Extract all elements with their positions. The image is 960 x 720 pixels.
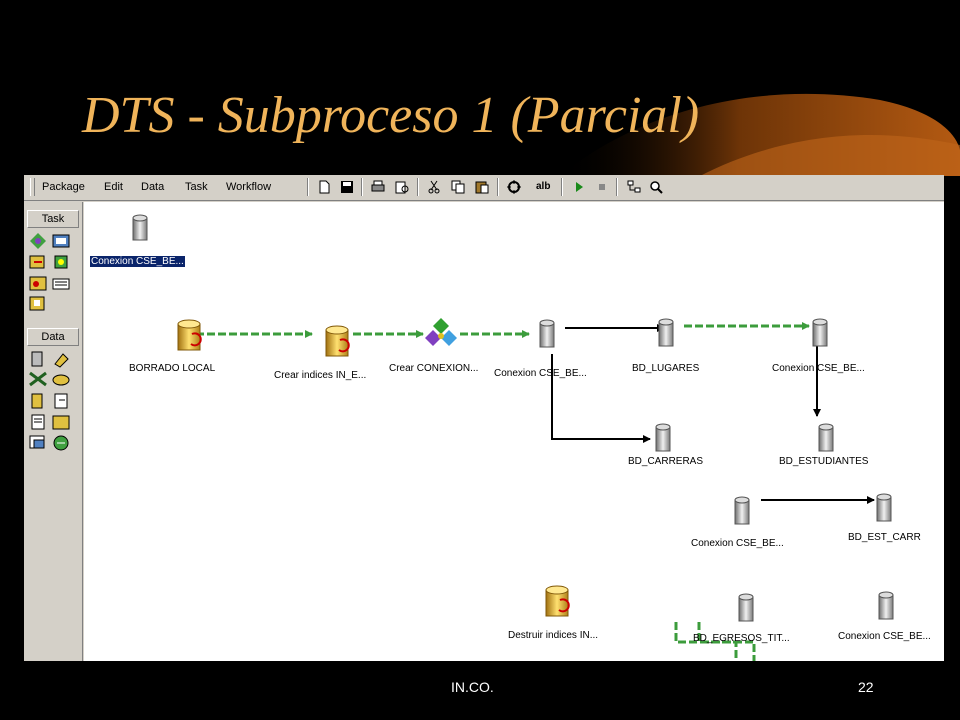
- send-mail-task-icon[interactable]: [29, 255, 45, 269]
- menu-data[interactable]: Data: [141, 181, 165, 193]
- layout-icon[interactable]: [626, 179, 642, 195]
- node-label: Conexion CSE_BE...: [838, 631, 931, 642]
- toolbar-separator: [417, 178, 419, 196]
- new-icon[interactable]: [316, 179, 332, 195]
- transfer-objects-task-icon[interactable]: [52, 234, 70, 248]
- node-label: Conexion CSE_BE...: [691, 538, 784, 549]
- slide-number: 22: [858, 679, 874, 695]
- execute-sql-task-icon[interactable]: [29, 276, 47, 291]
- execute-sql-task-icon[interactable]: [325, 325, 350, 357]
- connection-node-icon[interactable]: [132, 214, 148, 241]
- stop-icon[interactable]: [594, 179, 610, 195]
- footer-organization: IN.CO.: [451, 679, 494, 695]
- execute-step-icon[interactable]: [506, 179, 522, 195]
- excel-connection-icon[interactable]: [29, 371, 47, 387]
- dbase-connection-icon[interactable]: [52, 374, 70, 386]
- node-label: BD_ESTUDIANTES: [779, 456, 869, 467]
- zoom-icon[interactable]: [648, 179, 664, 195]
- node-label: Conexion CSE_BE...: [772, 363, 865, 374]
- connection-node-icon[interactable]: [818, 423, 834, 452]
- cut-icon[interactable]: [426, 179, 442, 195]
- dts-designer-window: Package Edit Data Task Workflow alb: [24, 175, 944, 661]
- oracle-connection-icon[interactable]: [31, 393, 43, 409]
- menu-edit[interactable]: Edit: [104, 181, 123, 193]
- node-label: Crear CONEXION...: [389, 363, 479, 374]
- transform-data-task-icon[interactable]: [29, 296, 45, 311]
- data-driven-query-task-icon[interactable]: [52, 278, 70, 290]
- save-icon[interactable]: [339, 179, 355, 195]
- connection-node-icon[interactable]: [812, 318, 828, 347]
- access-connection-icon[interactable]: [54, 353, 69, 368]
- menu-package[interactable]: Package: [42, 181, 85, 193]
- activex-script-task-icon[interactable]: [30, 233, 46, 249]
- connection-node-icon[interactable]: [658, 318, 674, 347]
- node-label: BORRADO LOCAL: [129, 363, 216, 374]
- package-canvas[interactable]: Conexion CSE_BE... BORRADO LOCAL Crear i…: [84, 202, 944, 661]
- run-icon[interactable]: [571, 179, 587, 195]
- toolbar-separator: [497, 178, 499, 196]
- workflow-diagram: [132, 214, 894, 661]
- execute-sql-task-icon[interactable]: [545, 585, 570, 617]
- alb-icon[interactable]: alb: [536, 181, 551, 192]
- other-connection-icon[interactable]: [53, 435, 69, 451]
- node-label: Crear indices IN_E...: [274, 370, 367, 381]
- transform-data-arrow[interactable]: [551, 354, 651, 443]
- menubar-grip[interactable]: [30, 178, 35, 196]
- menubar: Package Edit Data Task Workflow alb: [24, 175, 944, 201]
- menu-task[interactable]: Task: [185, 181, 208, 193]
- toolbar-separator: [307, 178, 309, 196]
- connection-node-icon[interactable]: [655, 423, 671, 452]
- print-icon[interactable]: [370, 179, 386, 195]
- toolbar-separator: [561, 178, 563, 196]
- connection-node-icon[interactable]: [738, 593, 754, 622]
- paste-icon[interactable]: [474, 179, 490, 195]
- node-label: BD_LUGARES: [632, 363, 700, 374]
- palette-task-header: Task: [27, 210, 79, 228]
- palette-icons: [29, 233, 70, 451]
- node-label[interactable]: Conexion CSE_BE...: [90, 256, 185, 267]
- text-file-dest-icon[interactable]: [52, 415, 70, 430]
- connection-node-icon[interactable]: [734, 496, 750, 525]
- text-file-source-icon[interactable]: [31, 414, 45, 430]
- connection-node-icon[interactable]: [876, 493, 892, 522]
- activex-script-task-icon[interactable]: [425, 318, 457, 346]
- execute-sql-task-icon[interactable]: [177, 319, 202, 351]
- paradox-connection-icon[interactable]: [54, 393, 68, 409]
- slide-title: DTS - Subproceso 1 (Parcial): [82, 87, 700, 144]
- toolbar-separator: [616, 178, 618, 196]
- copy-icon[interactable]: [450, 179, 466, 195]
- odbc-connection-icon[interactable]: [29, 435, 45, 449]
- toolbar-separator: [361, 178, 363, 196]
- node-label: Destruir indices IN...: [508, 630, 599, 641]
- node-label: BD_EGRESOS_TIT...: [693, 633, 790, 644]
- connection-node-icon[interactable]: [878, 591, 894, 620]
- menu-workflow[interactable]: Workflow: [226, 181, 272, 193]
- node-label: BD_EST_CARR: [848, 532, 921, 543]
- node-label: BD_CARRERAS: [628, 456, 704, 467]
- palette-data-header: Data: [27, 328, 79, 346]
- print-preview-icon[interactable]: [394, 179, 410, 195]
- success-workflow-arrow[interactable]: [697, 622, 756, 661]
- node-label: Conexion CSE_BE...: [494, 368, 587, 379]
- bulk-insert-task-icon[interactable]: [54, 255, 68, 269]
- sql-server-connection-icon[interactable]: [31, 351, 43, 367]
- connection-node-icon[interactable]: [539, 319, 555, 348]
